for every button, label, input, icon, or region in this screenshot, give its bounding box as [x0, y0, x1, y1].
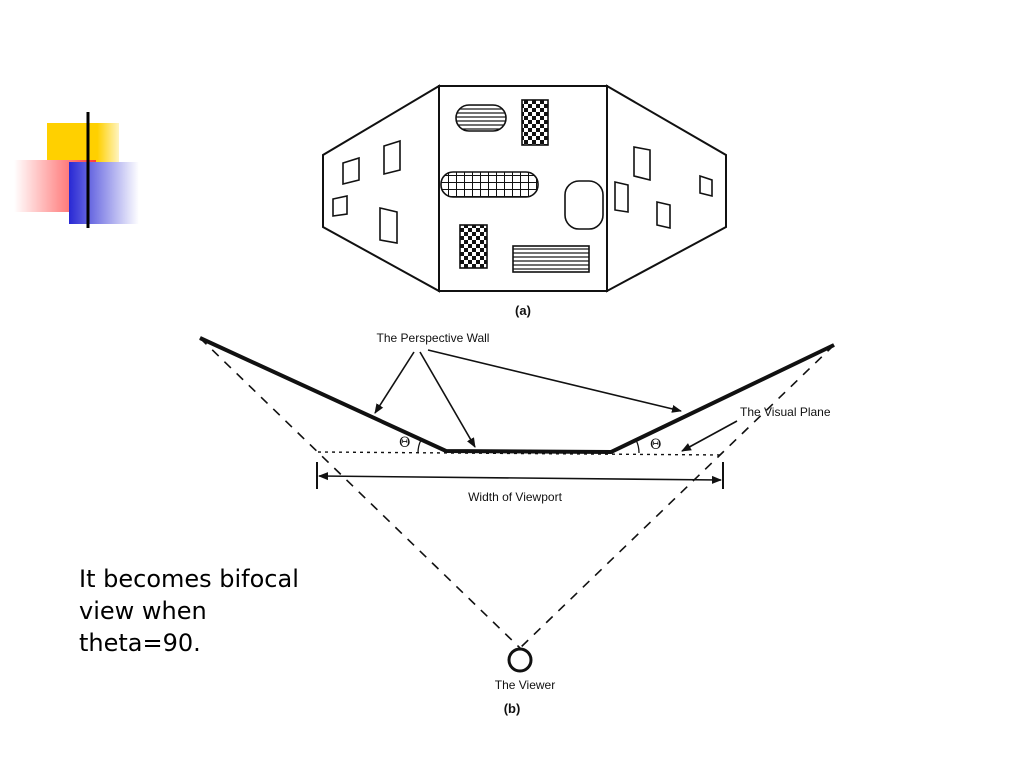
part-a-wall-drawing: (a): [322, 84, 727, 318]
viewer-label: The Viewer: [495, 678, 555, 692]
theta-arc-left: [417, 439, 422, 454]
theta-arc-right: [635, 439, 640, 454]
viewport-arrow-left: [318, 472, 521, 481]
perspective-arrow-left: [374, 351, 415, 414]
part-a-label: (a): [515, 303, 531, 318]
perspective-wall-label: The Perspective Wall: [377, 331, 490, 345]
rounded-box: [564, 180, 604, 230]
visual-plane-dotted-line: [317, 451, 723, 456]
right-panel-items: [614, 146, 713, 230]
perspective-arrow-right: [427, 349, 682, 413]
horizontal-striped-oval: [455, 104, 507, 132]
horizontal-striped-bar: [512, 245, 590, 273]
checkered-block-top: [521, 99, 549, 146]
visual-plane-arrow: [681, 420, 738, 452]
slide-body-text: It becomes bifocal view when theta=90.: [79, 565, 299, 657]
checkered-block-bottom: [459, 224, 488, 269]
theta-right: Θ: [650, 437, 661, 453]
width-of-viewport-label: Width of Viewport: [468, 490, 562, 504]
dashed-sight-lines: [199, 337, 835, 649]
right-wall-panel: [606, 84, 727, 293]
left-panel-items: [332, 139, 401, 244]
visual-plane-label: The Visual Plane: [740, 405, 831, 419]
viewport-arrow-right: [519, 475, 722, 484]
part-b-plan-drawing: Θ Θ Width of Viewport The Perspective Wa…: [199, 331, 835, 716]
theta-left: Θ: [399, 435, 410, 451]
grid-oval: [440, 171, 539, 198]
deco-blue-square: [69, 162, 139, 224]
perspective-wall-line: [199, 336, 835, 455]
decorative-corner-blocks: [14, 112, 139, 228]
left-wall-panel: [322, 84, 440, 293]
perspective-arrow-center: [419, 351, 476, 448]
part-b-label: (b): [504, 701, 521, 716]
viewer-circle: [507, 647, 533, 673]
